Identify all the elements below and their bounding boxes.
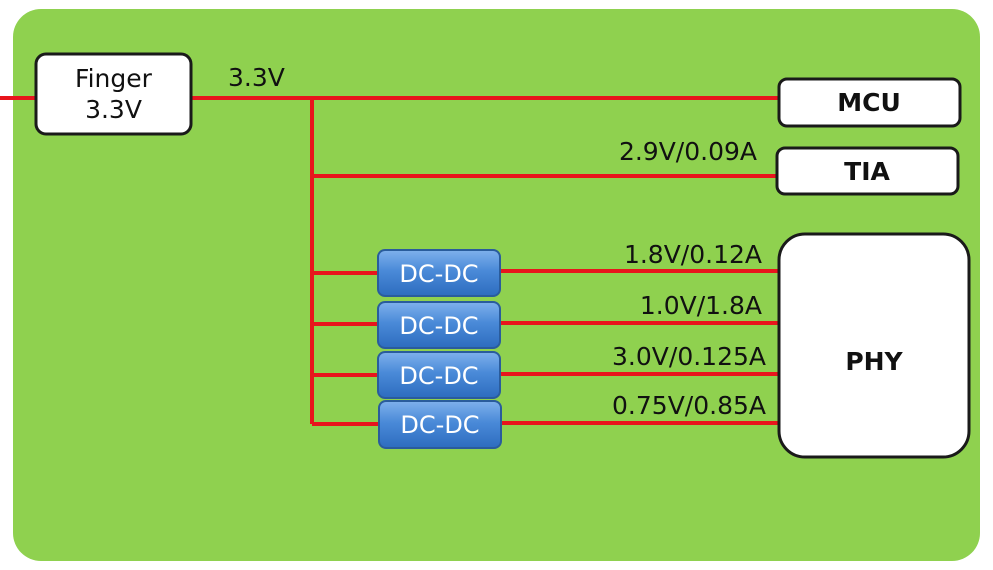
mcu-label: MCU bbox=[837, 88, 901, 117]
dcdc-label: DC-DC bbox=[399, 260, 478, 288]
rail-label: 0.75V/0.85A bbox=[612, 391, 766, 420]
rail-label: 1.0V/1.8A bbox=[640, 291, 762, 320]
tia-label: TIA bbox=[844, 157, 890, 186]
dcdc-box bbox=[378, 400, 502, 449]
dcdc-label: DC-DC bbox=[399, 362, 478, 390]
main-rail-label: 3.3V bbox=[228, 63, 285, 92]
dcdc-converter: DC-DC bbox=[377, 249, 501, 297]
phy-block: PHY bbox=[777, 232, 971, 459]
rail-label: 1.8V/0.12A bbox=[624, 240, 762, 269]
dcdc-label: DC-DC bbox=[400, 411, 479, 439]
finger-voltage: 3.3V bbox=[85, 95, 142, 124]
dcdc-converter: DC-DC bbox=[377, 351, 501, 399]
dcdc-box bbox=[377, 351, 501, 399]
phy-box bbox=[777, 232, 971, 459]
rails bbox=[0, 96, 779, 426]
tia-rail-label: 2.9V/0.09A bbox=[619, 137, 757, 166]
mcu-box bbox=[777, 77, 962, 128]
finger-box bbox=[34, 52, 193, 136]
dcdc-box bbox=[377, 301, 501, 349]
dcdc-label: DC-DC bbox=[399, 312, 478, 340]
rail-label: 3.0V/0.125A bbox=[612, 342, 766, 371]
finger-source-block: Finger 3.3V bbox=[34, 52, 193, 136]
phy-label: PHY bbox=[845, 347, 903, 376]
tia-box bbox=[775, 146, 960, 196]
mcu-block: MCU bbox=[777, 77, 962, 128]
tia-block: TIA bbox=[775, 146, 960, 196]
dcdc-converter: DC-DC bbox=[377, 301, 501, 349]
dcdc-box bbox=[377, 249, 501, 297]
finger-label: Finger bbox=[75, 64, 153, 93]
dcdc-converter: DC-DC bbox=[378, 400, 502, 449]
